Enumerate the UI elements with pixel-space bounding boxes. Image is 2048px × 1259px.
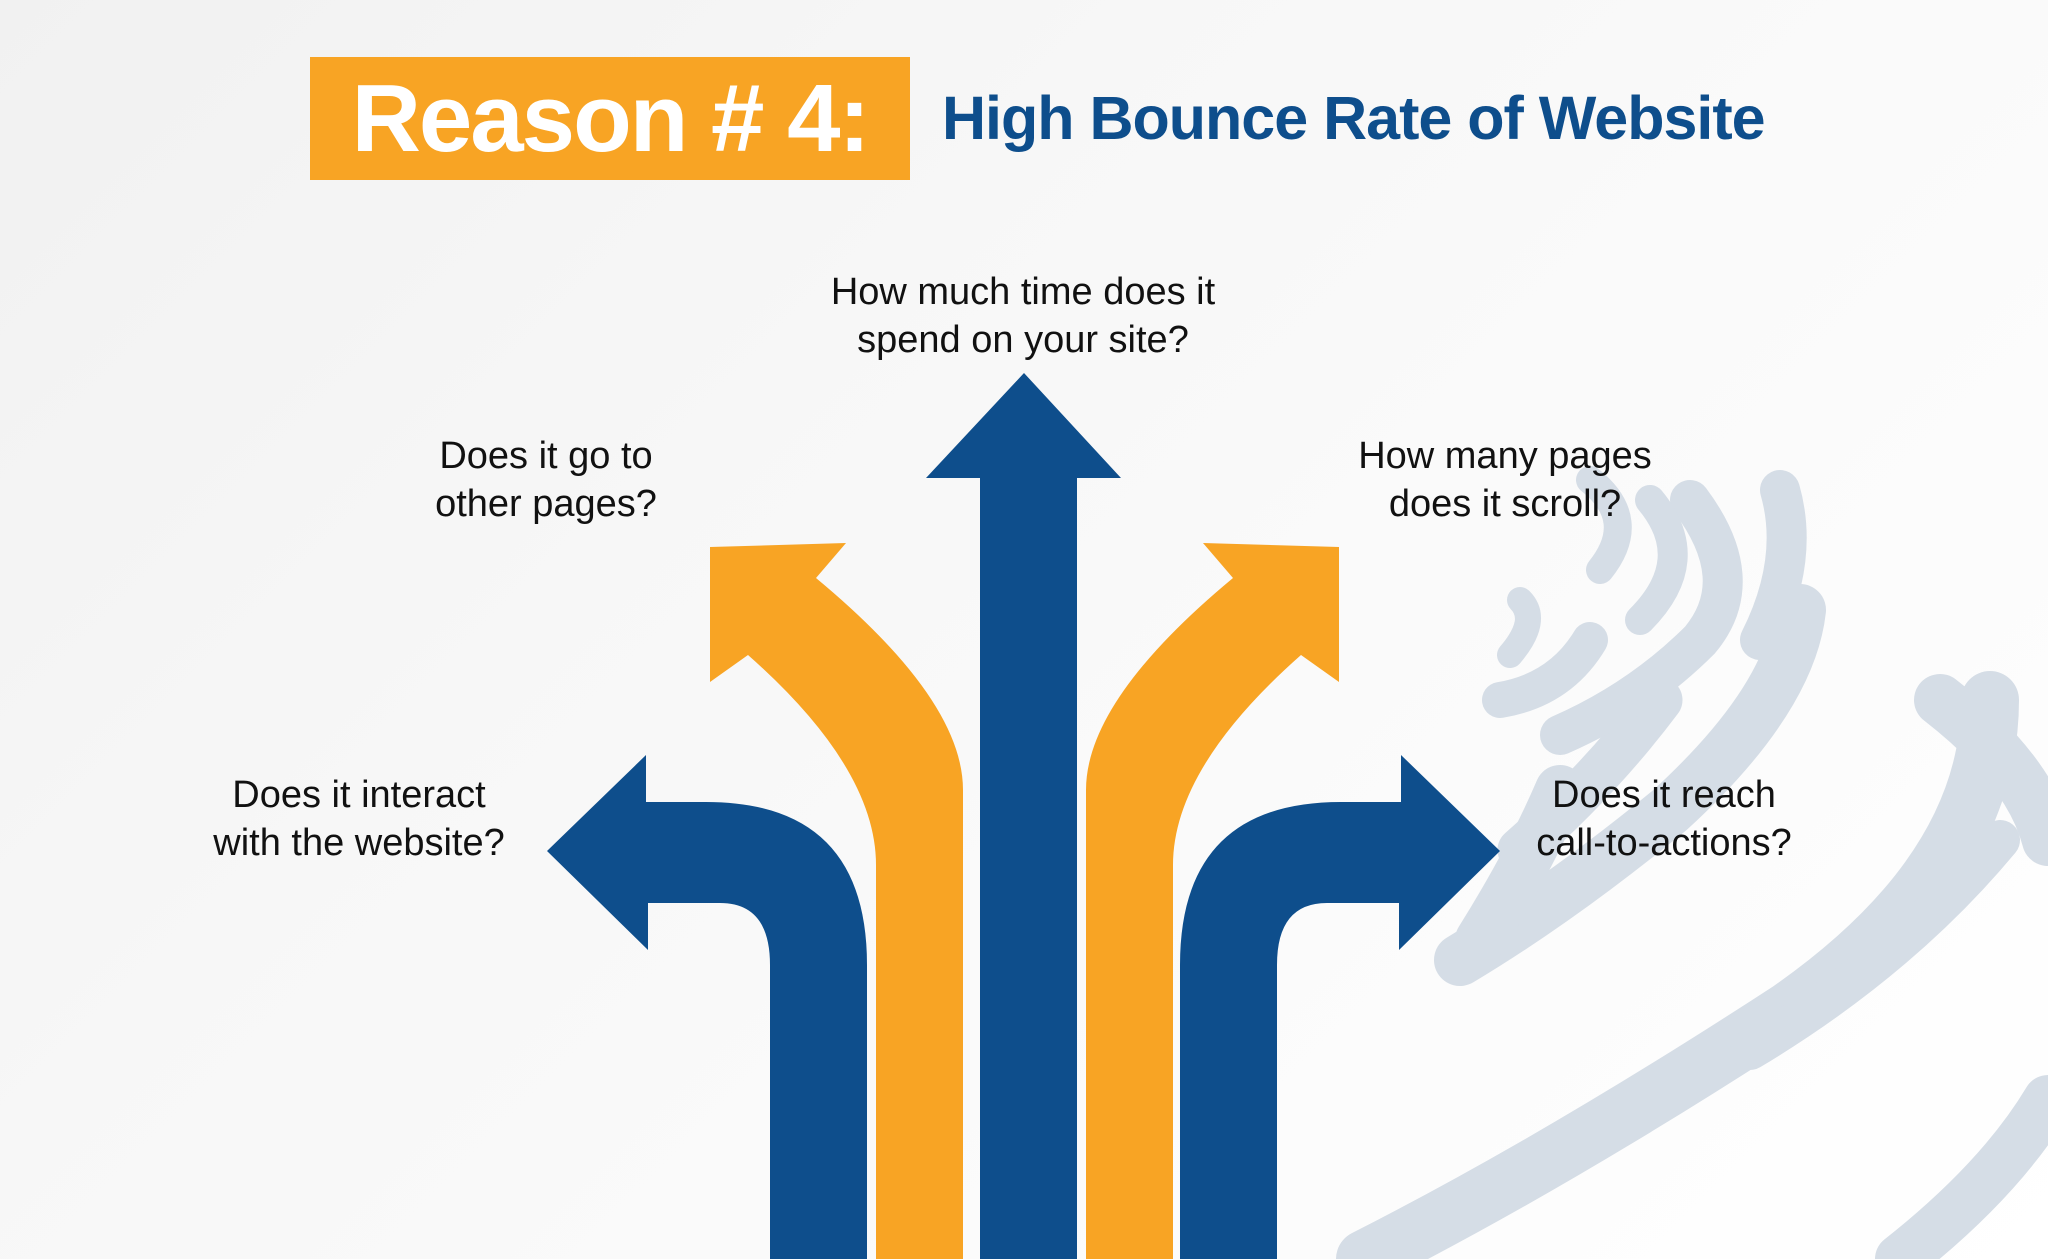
- question-cta-line2: call-to-actions?: [1536, 822, 1792, 864]
- arrow-left-icon: [547, 755, 867, 1259]
- globe-watermark-icon: [1336, 466, 2048, 1259]
- page-title: High Bounce Rate of Website: [942, 84, 1766, 152]
- question-time-on-site: How much time does it spend on your site…: [831, 268, 1215, 364]
- question-other-pages-line1: Does it go to: [439, 435, 653, 477]
- question-interaction-line1: Does it interact: [232, 774, 486, 816]
- arrow-up-right-icon: [1086, 543, 1339, 1259]
- question-other-pages-line2: other pages?: [435, 483, 657, 525]
- question-time-line1: How much time does it: [830, 271, 1216, 313]
- arrow-up-left-icon: [710, 543, 963, 1259]
- arrow-right-icon: [1180, 755, 1500, 1259]
- arrow-up-icon: [926, 373, 1121, 1259]
- question-pages-scrolled: How many pages does it scroll?: [1358, 432, 1652, 528]
- question-interaction-line2: with the website?: [213, 822, 505, 864]
- question-pages-scrolled-line1: How many pages: [1358, 435, 1652, 477]
- question-cta-line1: Does it reach: [1552, 774, 1776, 816]
- question-call-to-actions: Does it reach call-to-actions?: [1536, 771, 1792, 867]
- question-time-line2: spend on your site?: [857, 319, 1189, 361]
- question-other-pages: Does it go to other pages?: [435, 432, 657, 528]
- question-pages-scrolled-line2: does it scroll?: [1388, 483, 1622, 525]
- question-interaction: Does it interact with the website?: [213, 771, 505, 867]
- reason-badge-label: Reason # 4:: [351, 64, 871, 172]
- reason-badge: Reason # 4:: [310, 57, 910, 180]
